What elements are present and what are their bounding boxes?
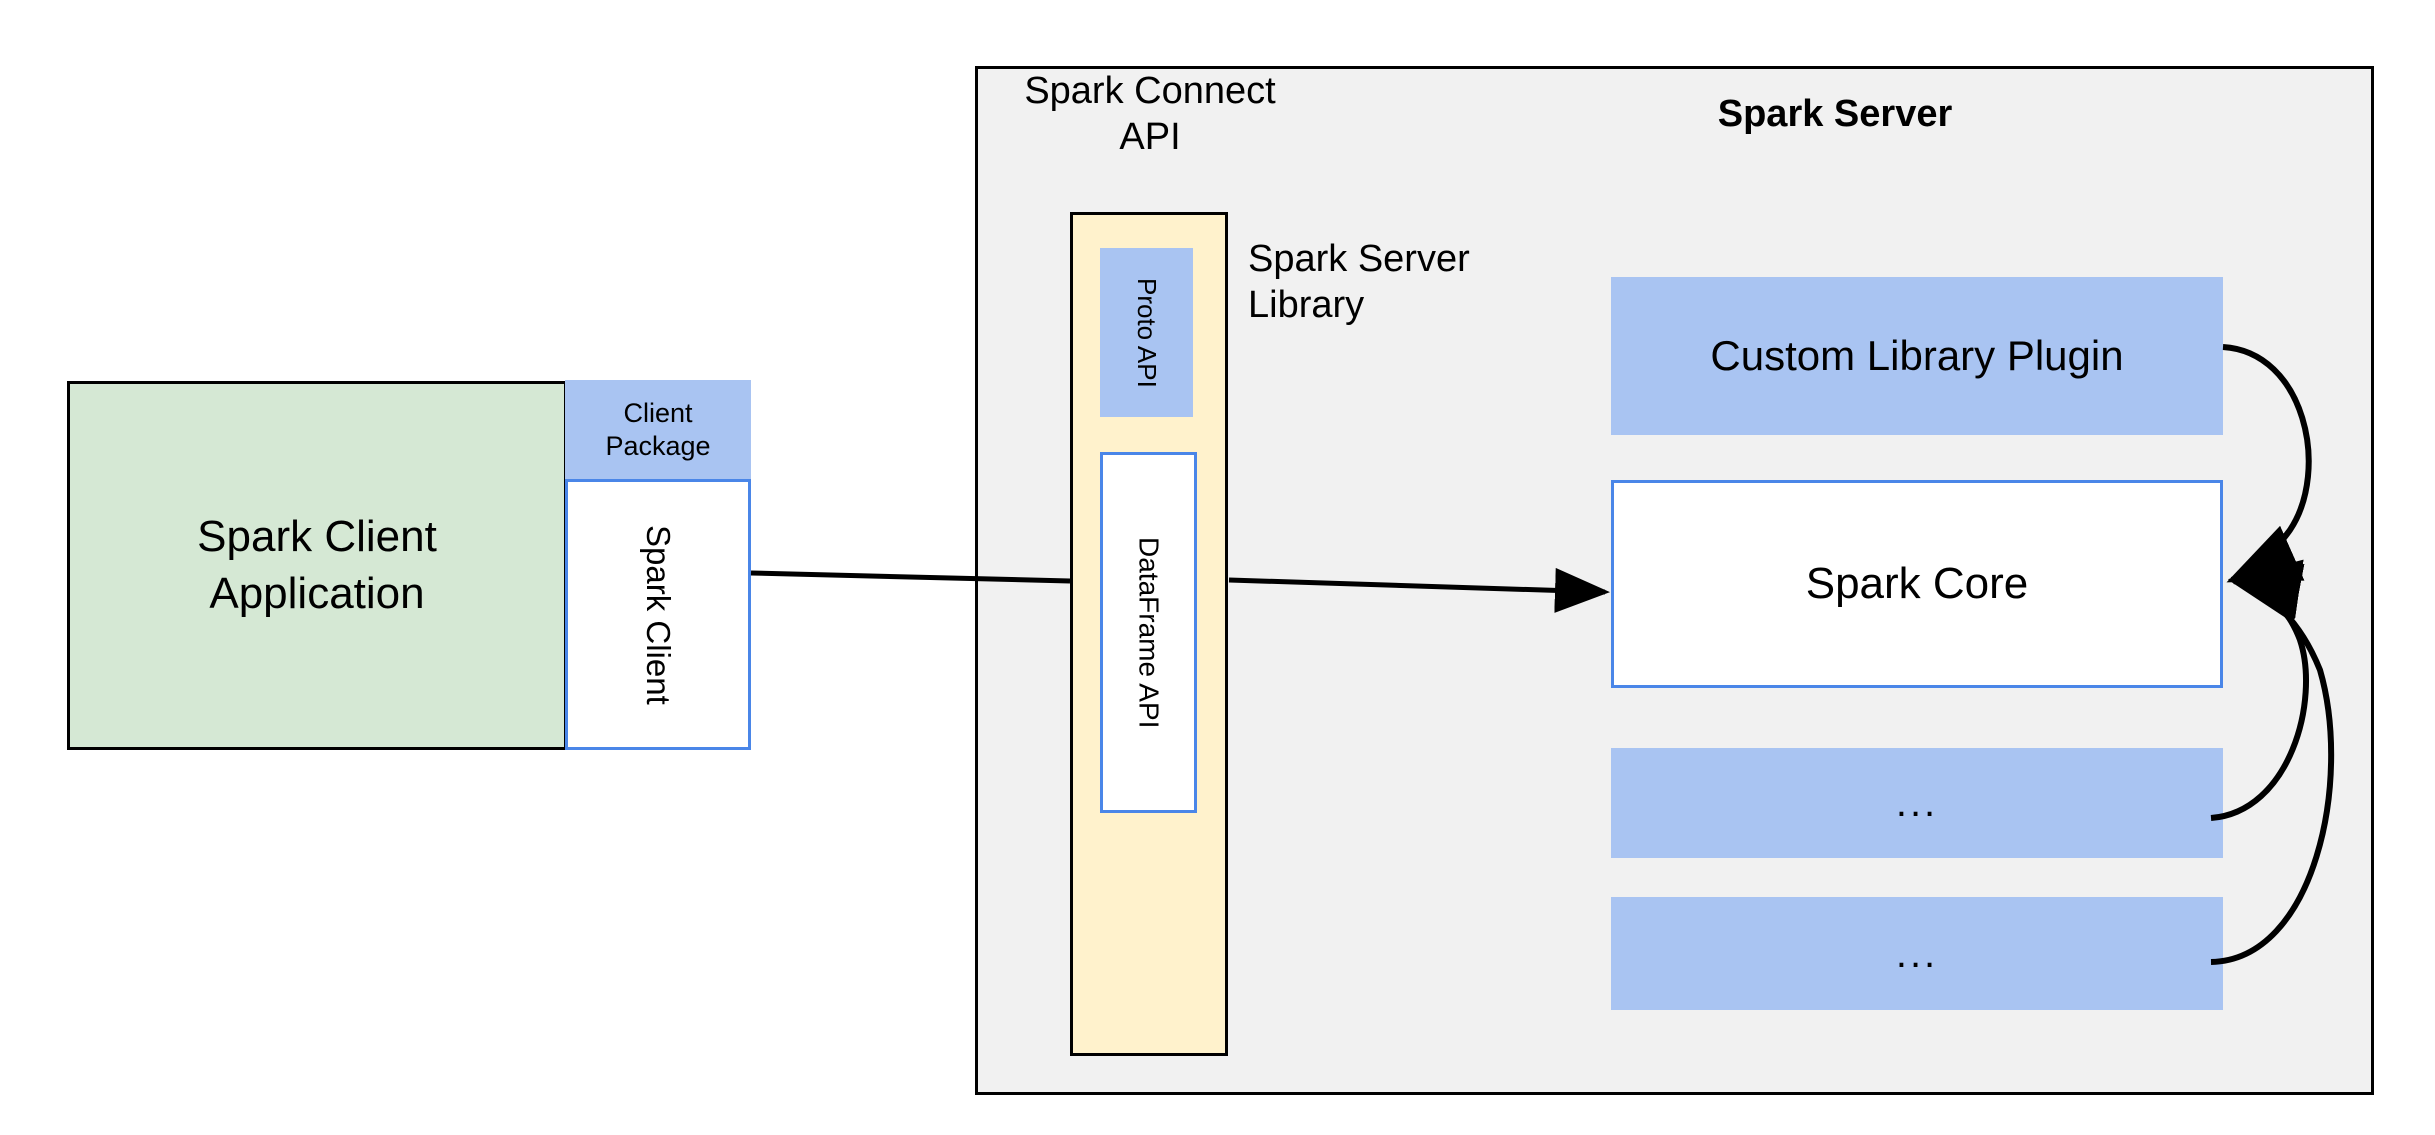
- client-package-label-line2: Package: [605, 430, 711, 461]
- spark-connect-api-title: Spark Connect API: [1000, 68, 1300, 161]
- placeholder-block-2-label: ...: [1895, 931, 1939, 976]
- spark-client-box: Spark Client: [565, 479, 751, 750]
- spark-server-library-label-line2: Library: [1248, 284, 1365, 327]
- spark-client-label: Spark Client: [640, 524, 677, 705]
- spark-server-title: Spark Server: [1717, 93, 1953, 135]
- client-package-box: Client Package: [565, 380, 751, 479]
- spark-server-library-label: Spark Server Library: [1248, 236, 1548, 329]
- spark-server-library-label-line1: Spark Server: [1248, 238, 1470, 280]
- dataframe-api-label: DataFrame API: [1133, 536, 1165, 729]
- spark-core-box: Spark Core: [1611, 480, 2223, 688]
- custom-library-plugin-box: Custom Library Plugin: [1611, 277, 2223, 435]
- placeholder-block-1: ...: [1611, 748, 2223, 858]
- dataframe-api-box: DataFrame API: [1100, 452, 1197, 813]
- placeholder-block-2: ...: [1611, 897, 2223, 1010]
- custom-library-plugin-label: Custom Library Plugin: [1710, 332, 2124, 379]
- spark-connect-api-title-line1: Spark Connect: [1024, 70, 1276, 112]
- spark-client-application-box: Spark Client Application: [67, 381, 567, 750]
- spark-core-label: Spark Core: [1805, 559, 2029, 608]
- proto-api-box: Proto API: [1100, 248, 1193, 417]
- client-package-label-line1: Client: [623, 397, 693, 428]
- placeholder-block-1-label: ...: [1895, 781, 1939, 825]
- proto-api-label: Proto API: [1132, 277, 1162, 388]
- spark-connect-api-title-line2: API: [1119, 116, 1181, 159]
- spark-client-application-label-line1: Spark Client: [197, 512, 437, 562]
- spark-client-application-label-line2: Application: [209, 568, 425, 618]
